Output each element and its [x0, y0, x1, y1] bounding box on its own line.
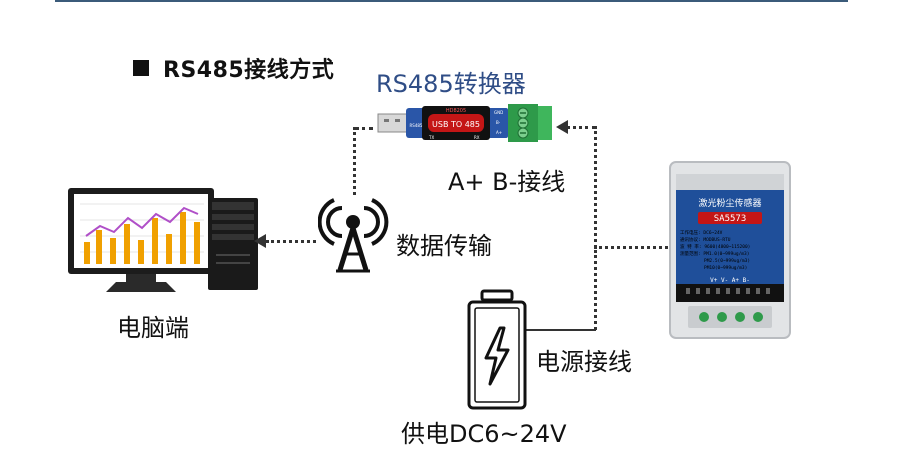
converter-pin-a: A+	[496, 130, 502, 135]
converter-brand: HD8205	[446, 108, 466, 114]
ab-link-dotted-v	[594, 126, 597, 248]
converter-tx-mark: TX	[428, 135, 434, 140]
wireless-antenna-icon	[318, 198, 389, 273]
power-link-dotted-v	[594, 250, 597, 330]
ab-link-dotted-sensor	[594, 246, 668, 249]
converter-pin-b: B-	[496, 120, 501, 125]
sensor-spec-range: 测量范围: PM1.0(0~999ug/m3)	[680, 250, 749, 257]
desktop-computer-icon	[68, 188, 258, 292]
computer-label: 电脑端	[117, 314, 189, 342]
converter-pin-gnd: GND	[494, 110, 503, 115]
data-transfer-label: 数据传输	[396, 232, 492, 260]
sensor-spec-pm25: PM2.5(0~999ug/m3)	[704, 258, 750, 264]
sensor-title: 激光粉尘传感器	[698, 197, 761, 209]
converter-rx-mark: RX	[474, 135, 480, 140]
sensor-spec-protocol: 通讯协议: MODBUS-RTU	[680, 236, 731, 243]
screen-chart-icon	[80, 203, 204, 264]
dust-sensor-icon: 激光粉尘传感器 SA5573 工作电压: DC6~24V 通讯协议: MODBU…	[669, 161, 791, 339]
sensor-spec-voltage: 工作电压: DC6~24V	[680, 229, 723, 236]
section-heading: RS485接线方式	[133, 52, 334, 84]
converter-label: RS485转换器	[376, 70, 526, 98]
terminal-arrow-icon	[556, 120, 568, 134]
power-supply-label: 供电DC6~24V	[401, 420, 567, 448]
usb-485-converter-icon: USB TO 485 HD8205 RS485 TX RX GND B- A+	[377, 104, 552, 142]
sensor-spec-baud: 波 特 率: 9600(4800~115200)	[680, 243, 750, 250]
top-divider	[55, 0, 848, 2]
power-wiring-label: 电源接线	[536, 348, 632, 376]
power-link-line-h	[524, 329, 596, 331]
computer-arrow-icon	[254, 234, 266, 248]
sensor-model: SA5573	[714, 214, 747, 224]
converter-device-text: USB TO 485	[432, 120, 480, 129]
heading-title: RS485接线方式	[163, 58, 335, 83]
converter-side-mark: RS485	[410, 123, 423, 128]
sensor-spec-pm10: PM10(0~999ug/m3)	[704, 265, 747, 271]
usb-link-dotted-v	[353, 127, 356, 195]
sensor-terminals: V+ V- A+ B-	[710, 277, 750, 284]
ab-link-dotted-h	[566, 126, 596, 129]
usb-link-dotted-h	[355, 127, 373, 130]
heading-bullet-icon	[133, 60, 149, 76]
ab-wiring-label: A+ B-接线	[448, 168, 566, 196]
data-link-dotted	[266, 240, 316, 243]
battery-lightning-icon	[467, 289, 527, 410]
